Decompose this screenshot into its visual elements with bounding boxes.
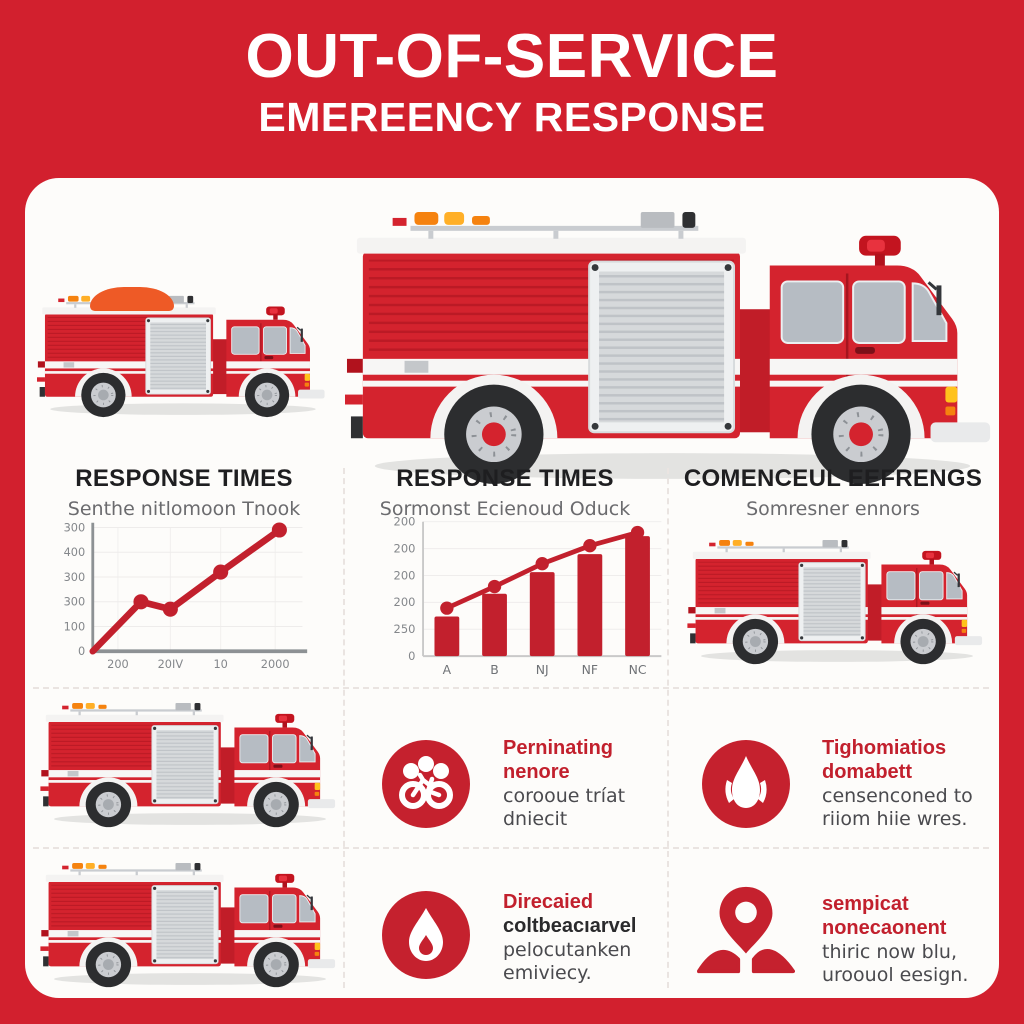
feature-body: dniecit	[503, 808, 568, 831]
column-subtitle: Sormonst Ecienoud Oduck	[379, 498, 631, 520]
fire-truck-illustration-large	[345, 190, 1000, 488]
divider	[33, 687, 989, 689]
svg-text:NC: NC	[629, 662, 647, 677]
map-pin-icon	[697, 883, 795, 981]
column-title: COMENCEUL EEFRENGS	[683, 465, 983, 492]
svg-text:200: 200	[394, 595, 416, 609]
column-heading-right: COMENCEUL EEFRENGS Somresner ennors	[667, 465, 999, 520]
divider	[343, 468, 345, 988]
divider	[33, 847, 989, 849]
svg-text:200: 200	[394, 568, 416, 582]
svg-text:300: 300	[64, 595, 86, 609]
dome-light-icon	[89, 287, 175, 312]
svg-text:A: A	[443, 662, 452, 677]
svg-text:200: 200	[394, 515, 416, 529]
feature-title: Tighomiatios	[822, 737, 947, 759]
poster-title-line1: OUT-OF-SERVICE	[245, 22, 779, 91]
poster-header: OUT-OF-SERVICE EMEREENCY RESPONSE	[0, 24, 1024, 141]
feature-body: uroouol eesign.	[822, 964, 969, 987]
svg-text:400: 400	[64, 545, 86, 559]
feature-text: Tighomiatios domabett censenconed to rii…	[822, 736, 1000, 832]
feature-title: nenore	[503, 761, 570, 784]
feature-title: Direcaied	[503, 891, 594, 913]
svg-text:10: 10	[213, 657, 227, 671]
water-drop-icon	[382, 891, 470, 979]
column-heading-response-times-middle: RESPONSE TIMES Sormonst Ecienoud Oduck	[343, 465, 667, 520]
feature-text: sempicat nonecaonent thiric now blu, uro…	[822, 892, 1000, 988]
svg-text:300: 300	[64, 520, 86, 534]
svg-text:2000: 2000	[261, 657, 290, 671]
feature-body: thiric now blu,	[822, 940, 958, 963]
column-subtitle: Senthe nitlomoon Tnook	[67, 498, 301, 520]
feature-body: censenconed to	[822, 784, 973, 807]
line-chart: 200 20IV 10 2000 0 100 300 300 400 300	[64, 520, 308, 671]
svg-text:300: 300	[64, 570, 86, 584]
feature-body: riiom hiie wres.	[822, 808, 968, 831]
divider	[667, 468, 669, 988]
content-card: RESPONSE TIMES Senthe nitlomoon Tnook RE…	[25, 178, 999, 998]
svg-text:200: 200	[394, 541, 416, 555]
column-title: RESPONSE TIMES	[75, 465, 293, 492]
fire-truck-illustration-bottom-2	[40, 853, 340, 989]
fire-truck-illustration-small	[37, 286, 329, 419]
feature-title: nonecaonent	[822, 917, 947, 940]
bicycle-network-icon	[382, 740, 470, 828]
fire-truck-illustration-right	[687, 530, 987, 666]
svg-text:100: 100	[64, 619, 86, 633]
feature-body: emiviecy.	[503, 962, 592, 985]
feature-title: coltbeacıarvel	[503, 915, 637, 938]
svg-text:NJ: NJ	[536, 662, 549, 677]
svg-text:0: 0	[408, 649, 415, 663]
feature-title: Perninating	[503, 737, 614, 759]
svg-text:NF: NF	[582, 662, 598, 677]
svg-text:0: 0	[78, 644, 85, 658]
fire-truck-illustration-bottom-1	[40, 693, 340, 829]
feature-body: corooue tríat	[503, 784, 626, 807]
svg-text:200: 200	[107, 657, 129, 671]
column-title: RESPONSE TIMES	[396, 465, 614, 492]
column-heading-response-times-left: RESPONSE TIMES Senthe nitlomoon Tnook	[25, 465, 343, 520]
svg-text:B: B	[490, 662, 499, 677]
svg-text:20IV: 20IV	[158, 657, 184, 671]
feature-body: pelocutanken	[503, 938, 632, 961]
flame-icon	[702, 740, 790, 828]
feature-text: Direcaied coltbeacıarvel pelocutanken em…	[503, 890, 698, 986]
feature-title: sempicat	[822, 893, 909, 915]
feature-text: Perninating nenore corooue tríat dniecit	[503, 736, 698, 832]
svg-text:250: 250	[394, 622, 416, 636]
feature-title: domabett	[822, 761, 912, 784]
column-subtitle: Somresner ennors	[746, 498, 920, 520]
poster-title-line2: EMEREENCY RESPONSE	[258, 94, 766, 141]
